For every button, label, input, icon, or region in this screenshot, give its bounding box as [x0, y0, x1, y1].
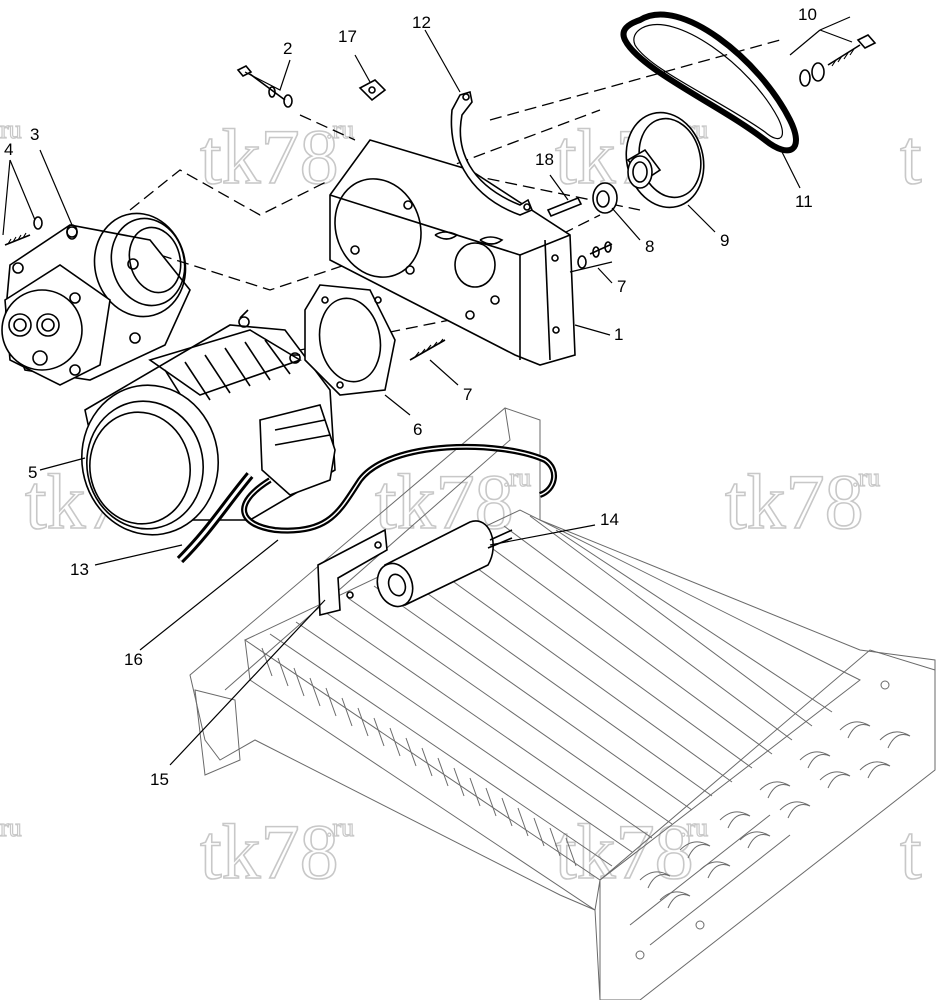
callout-2: 2 [283, 39, 292, 58]
watermark-text: tk78 [200, 113, 339, 200]
bolt [236, 65, 293, 108]
run-capacitor [376, 520, 513, 608]
compressor [1, 212, 191, 386]
clip-nut [358, 79, 387, 102]
callout-11: 11 [795, 192, 813, 211]
callout-9: 9 [720, 231, 729, 250]
power-cables [176, 443, 557, 564]
watermark-suffix: .ru [326, 813, 354, 842]
watermark-partial: ru [0, 813, 22, 842]
capacitor-bracket [317, 528, 388, 617]
callout-1: 1 [614, 325, 623, 344]
leader-lines [2, 16, 853, 766]
condenser-fins [261, 515, 833, 867]
callout-labels: 1 2 3 4 5 6 7 7 8 9 10 11 12 13 14 15 16… [4, 5, 817, 789]
pulley-bushing [592, 182, 618, 214]
callout-10: 10 [798, 5, 817, 24]
watermark-suffix: .ru [326, 115, 354, 144]
callout-6: 6 [413, 420, 422, 439]
callout-5: 5 [28, 463, 37, 482]
stud [409, 338, 446, 361]
watermark-suffix: .ru [852, 463, 880, 492]
gasket-flange [304, 284, 396, 396]
callout-4: 4 [4, 140, 13, 159]
drive-belt [620, 11, 799, 154]
callout-14: 14 [600, 510, 619, 529]
return-bends [629, 721, 911, 946]
bracket-washers [577, 241, 613, 269]
watermark-partial: ru [0, 115, 22, 144]
callout-13: 13 [70, 560, 89, 579]
callout-17: 17 [338, 27, 357, 46]
electric-motor [80, 309, 336, 536]
pulley-bolt [799, 34, 877, 87]
watermark-text: t [900, 808, 922, 895]
watermark-text: tk78 [375, 458, 514, 545]
callout-3: 3 [30, 125, 39, 144]
watermark-text: tk78 [725, 458, 864, 545]
watermark-text: tk78 [555, 808, 694, 895]
mounting-bracket [329, 139, 576, 366]
callout-15: 15 [150, 770, 169, 789]
callout-7-washer: 7 [617, 277, 626, 296]
callout-7-stud: 7 [463, 385, 472, 404]
adjuster-arm [450, 90, 534, 216]
callout-8: 8 [645, 237, 654, 256]
callout-12: 12 [412, 13, 431, 32]
pulley [625, 111, 705, 209]
watermark-suffix: .ru [680, 813, 708, 842]
compressor-bolts [4, 216, 78, 246]
watermark-suffix: .ru [503, 463, 531, 492]
callout-18: 18 [535, 150, 554, 169]
drive-key [546, 196, 583, 218]
condenser-coil [189, 407, 936, 1000]
watermark-text: t [900, 113, 922, 200]
callout-16: 16 [124, 650, 143, 669]
watermark-text: tk78 [200, 808, 339, 895]
